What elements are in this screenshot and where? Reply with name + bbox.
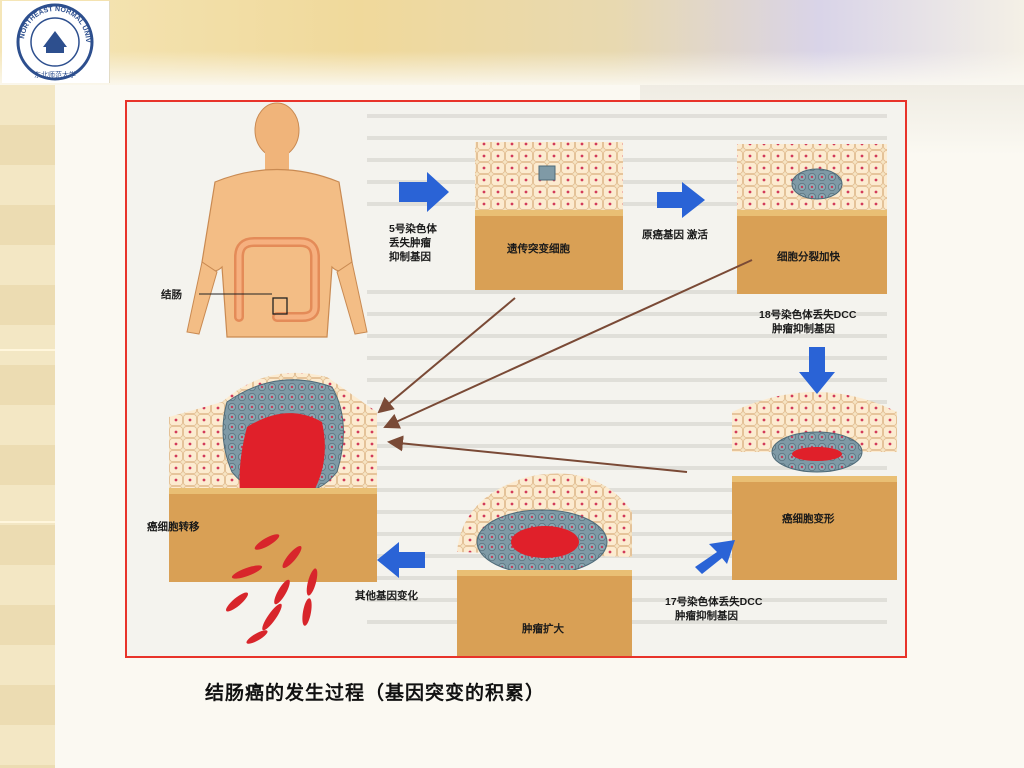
tissue-proliferation <box>737 144 887 294</box>
flow-arrows <box>377 172 835 578</box>
tissue-enlargement <box>457 473 632 656</box>
tissue-mutant-cell <box>475 142 623 290</box>
logo-subtext: 东北师范大学 <box>34 70 76 79</box>
label-chr18-line2: 肿瘤抑制基因 <box>772 322 835 335</box>
label-chr18-line1: 18号染色体丢失DCC <box>759 308 857 321</box>
label-oncogene: 原癌基因 激活 <box>642 228 708 241</box>
label-chr17-line2: 肿瘤抑制基因 <box>675 609 738 622</box>
label-colon: 结肠 <box>161 288 182 301</box>
figure-caption: 结肠癌的发生过程（基因突变的积累） <box>205 682 546 704</box>
header-fade <box>0 0 1024 85</box>
label-proliferation: 细胞分裂加快 <box>777 250 840 263</box>
label-transform: 癌细胞变形 <box>782 512 835 525</box>
label-chr5-line3: 抑制基因 <box>389 250 431 263</box>
tissue-transform <box>732 392 897 580</box>
label-chr5-line1: 5号染色体 <box>389 222 437 235</box>
label-chr17-line1: 17号染色体丢失DCC <box>665 595 763 608</box>
tissue-metastasis <box>169 372 377 644</box>
human-torso-illustration <box>186 102 368 338</box>
label-other-genes: 其他基因变化 <box>355 589 418 602</box>
label-chr5-line2: 丢失肿瘤 <box>389 236 431 249</box>
colon-cancer-diagram: 结肠 遗传突变细胞 细胞分裂加快 癌细胞变形 <box>125 100 907 658</box>
label-mutant-cell: 遗传突变细胞 <box>506 242 570 255</box>
label-metastasis: 癌细胞转移 <box>147 520 200 533</box>
left-texture-strip <box>0 85 55 768</box>
label-enlarge: 肿瘤扩大 <box>522 622 564 635</box>
university-logo: NORTHEAST NORMAL UNIVERSITY 东北师范大学 <box>0 0 110 83</box>
